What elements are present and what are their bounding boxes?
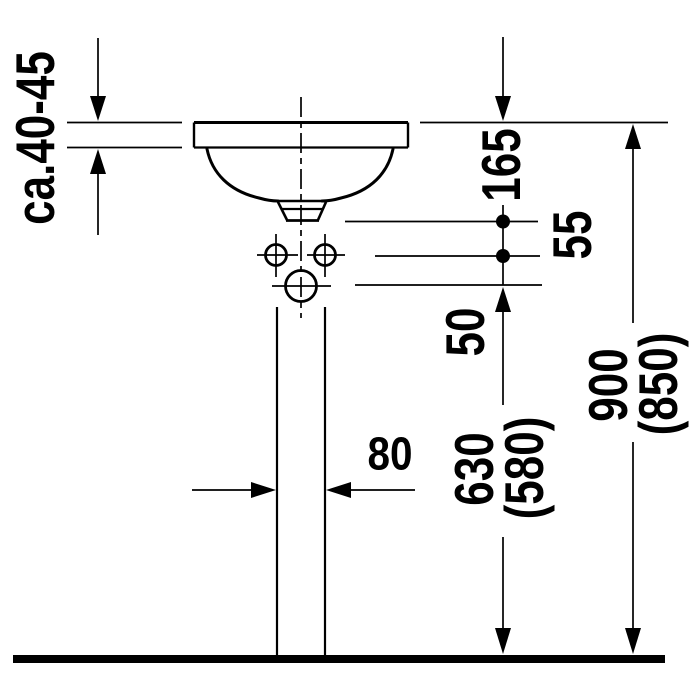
arrow-left-icon: [326, 482, 351, 498]
dim-label-pipe-spacing: 80: [367, 429, 412, 480]
dim-label-taphole-to-supply: 50: [434, 308, 496, 357]
arrow-down-icon: [495, 96, 511, 121]
arrow-right-icon: [251, 482, 276, 498]
dim-dot-outlet: [496, 214, 510, 229]
dimension-rim-height: 900 (850): [577, 124, 689, 654]
dimension-counter-thickness: ca.40-45: [4, 38, 182, 235]
dim-label-outlet-to-taphole: 55: [541, 211, 603, 260]
dim-dot-taphole: [496, 249, 510, 263]
hole-crosshairs: [257, 234, 345, 287]
arrow-down-icon: [495, 628, 511, 654]
dimension-pipe-spacing: 80: [192, 429, 415, 498]
dim-label-rim-height: 900: [577, 348, 639, 421]
arrow-up-icon: [625, 124, 641, 149]
drain-outlet: [276, 199, 328, 222]
drain-pipe: [275, 307, 327, 655]
bowl-left-curve: [205, 147, 280, 203]
dim-label-rim-height-alt: (850): [627, 333, 689, 436]
dim-label-counter-thickness: ca.40-45: [4, 51, 66, 225]
drain-left-side: [276, 201, 289, 221]
arrow-up-icon: [90, 149, 106, 174]
arrow-down-icon: [90, 96, 106, 121]
dimension-supply-height: 630 (580): [443, 310, 555, 654]
tap-holes: [257, 234, 345, 303]
dim-label-rim-to-outlet: 165: [470, 128, 532, 201]
dimension-chain-right: 165 55 50: [345, 37, 668, 356]
basin-bowl: [205, 147, 395, 203]
arrow-up-icon: [495, 287, 511, 312]
bowl-right-curve: [320, 147, 395, 203]
arrow-down-icon: [625, 628, 641, 654]
dim-label-supply-height-alt: (580): [493, 417, 555, 520]
washbasin-front-view: [192, 97, 410, 655]
drain-right-side: [316, 201, 328, 221]
dim-label-supply-height: 630: [443, 432, 505, 505]
